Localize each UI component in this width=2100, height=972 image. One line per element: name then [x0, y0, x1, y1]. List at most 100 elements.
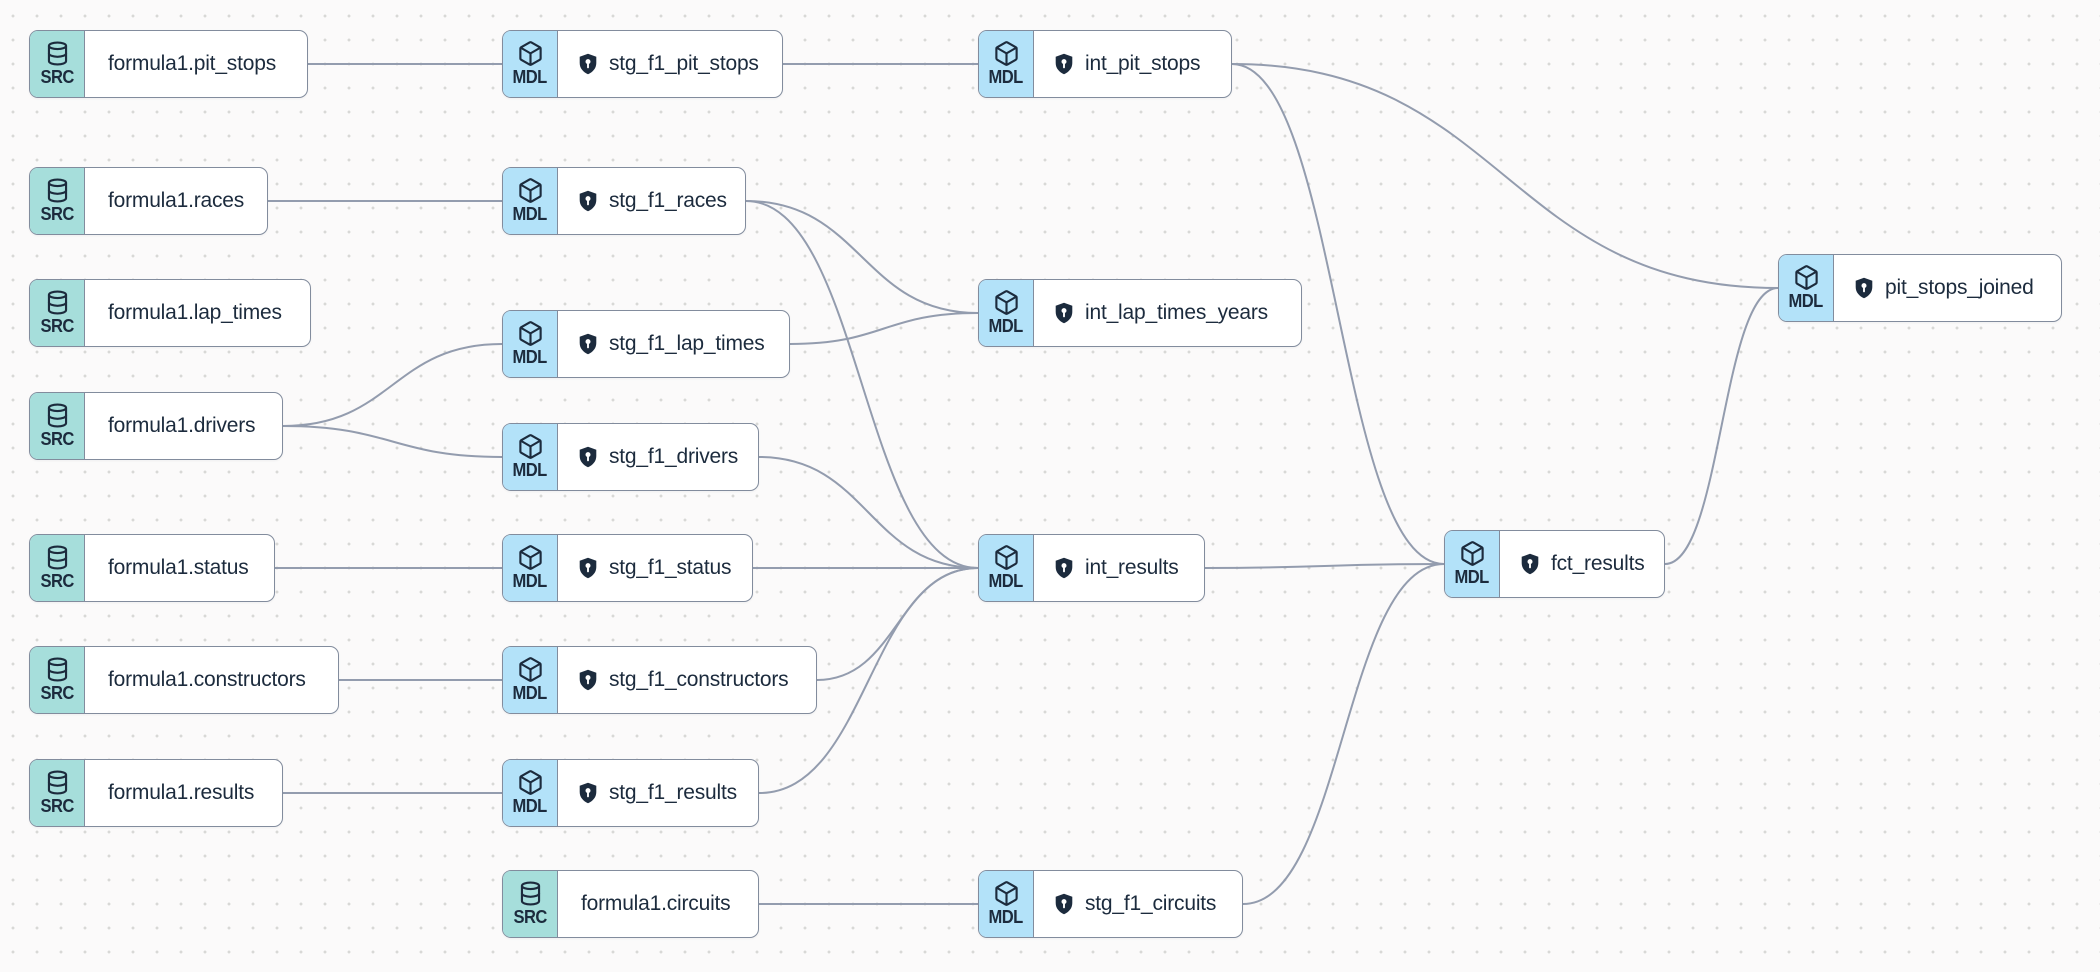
lineage-node-formula1.drivers[interactable]: SRC formula1.drivers	[29, 392, 283, 460]
node-name-label: stg_f1_drivers	[609, 445, 739, 468]
shield-lock-icon	[1052, 301, 1076, 325]
node-name-label: formula1.pit_stops	[108, 52, 276, 75]
shield-lock-icon	[1518, 552, 1542, 576]
shield-lock-icon	[576, 556, 600, 580]
lineage-node-stg_f1_lap_times[interactable]: MDL stg_f1_lap_times	[502, 310, 790, 378]
lineage-node-formula1.results[interactable]: SRC formula1.results	[29, 759, 283, 827]
lineage-node-fct_results[interactable]: MDL fct_results	[1444, 530, 1665, 598]
node-type-label: SRC	[40, 682, 74, 703]
node-name-label: stg_f1_results	[609, 781, 737, 804]
node-type-label: MDL	[512, 346, 548, 367]
cube-icon	[993, 544, 1020, 571]
lineage-edge-stg_f1_lap_times-to-int_lap_times_years	[789, 312, 979, 345]
node-type-label: SRC	[40, 795, 74, 816]
node-type-label: MDL	[988, 315, 1024, 336]
lineage-edge-stg_f1_constructors-to-int_results	[816, 567, 979, 681]
lineage-node-stg_f1_drivers[interactable]: MDL stg_f1_drivers	[502, 423, 759, 491]
node-name-label: int_pit_stops	[1085, 52, 1201, 75]
node-type-badge: SRC	[503, 871, 558, 937]
lineage-edge-stg_f1_circuits-to-fct_results	[1242, 563, 1445, 905]
node-type-label: SRC	[40, 66, 74, 87]
node-body: stg_f1_constructors	[558, 647, 812, 713]
node-body: formula1.races	[85, 168, 268, 234]
node-name-label: stg_f1_lap_times	[609, 332, 765, 355]
node-name-label: formula1.results	[108, 781, 255, 804]
node-body: formula1.drivers	[85, 393, 279, 459]
node-body: stg_f1_drivers	[558, 424, 762, 490]
node-name-label: pit_stops_joined	[1885, 276, 2034, 299]
node-body: stg_f1_pit_stops	[558, 31, 783, 97]
node-body: pit_stops_joined	[1834, 255, 2058, 321]
cube-icon	[1459, 540, 1486, 567]
lineage-edge-fct_results-to-pit_stops_joined	[1664, 287, 1779, 565]
lineage-node-formula1.circuits[interactable]: SRC formula1.circuits	[502, 870, 759, 938]
database-icon	[44, 769, 71, 796]
lineage-edge-int_results-to-fct_results	[1204, 563, 1445, 569]
lineage-node-stg_f1_circuits[interactable]: MDL stg_f1_circuits	[978, 870, 1243, 938]
lineage-edge-int_pit_stops-to-pit_stops_joined	[1231, 63, 1779, 289]
node-body: formula1.constructors	[85, 647, 330, 713]
lineage-node-formula1.races[interactable]: SRC formula1.races	[29, 167, 268, 235]
node-type-label: SRC	[40, 315, 74, 336]
node-type-badge: SRC	[30, 280, 85, 346]
lineage-node-formula1.pit_stops[interactable]: SRC formula1.pit_stops	[29, 30, 308, 98]
lineage-node-stg_f1_pit_stops[interactable]: MDL stg_f1_pit_stops	[502, 30, 783, 98]
cube-icon	[517, 769, 544, 796]
lineage-node-formula1.constructors[interactable]: SRC formula1.constructors	[29, 646, 339, 714]
lineage-node-formula1.status[interactable]: SRC formula1.status	[29, 534, 275, 602]
lineage-node-stg_f1_constructors[interactable]: MDL stg_f1_constructors	[502, 646, 817, 714]
lineage-node-stg_f1_races[interactable]: MDL stg_f1_races	[502, 167, 746, 235]
node-body: int_pit_stops	[1034, 31, 1224, 97]
lineage-edge-formula1.drivers-to-stg_f1_drivers	[282, 425, 503, 458]
node-type-label: SRC	[40, 428, 74, 449]
node-name-label: formula1.circuits	[581, 892, 731, 915]
node-name-label: stg_f1_pit_stops	[609, 52, 759, 75]
node-type-label: MDL	[512, 682, 548, 703]
node-type-badge: MDL	[503, 424, 558, 490]
node-name-label: stg_f1_races	[609, 189, 727, 212]
node-type-label: MDL	[1454, 566, 1490, 587]
lineage-node-stg_f1_results[interactable]: MDL stg_f1_results	[502, 759, 759, 827]
node-type-badge: MDL	[979, 31, 1034, 97]
node-body: formula1.lap_times	[85, 280, 306, 346]
node-type-badge: SRC	[30, 393, 85, 459]
lineage-edge-stg_f1_drivers-to-int_results	[758, 456, 979, 569]
lineage-node-int_results[interactable]: MDL int_results	[978, 534, 1205, 602]
node-type-badge: MDL	[979, 871, 1034, 937]
shield-lock-icon	[1052, 52, 1076, 76]
lineage-node-pit_stops_joined[interactable]: MDL pit_stops_joined	[1778, 254, 2062, 322]
lineage-node-int_lap_times_years[interactable]: MDL int_lap_times_years	[978, 279, 1302, 347]
node-type-label: MDL	[988, 906, 1024, 927]
database-icon	[44, 177, 71, 204]
node-name-label: stg_f1_circuits	[1085, 892, 1217, 915]
shield-lock-icon	[576, 189, 600, 213]
node-type-label: MDL	[512, 570, 548, 591]
node-name-label: formula1.races	[108, 189, 245, 212]
database-icon	[44, 656, 71, 683]
lineage-edge-stg_f1_races-to-int_lap_times_years	[745, 200, 979, 314]
node-type-badge: MDL	[503, 535, 558, 601]
node-body: int_results	[1034, 535, 1203, 601]
cube-icon	[993, 289, 1020, 316]
cube-icon	[517, 656, 544, 683]
node-type-badge: SRC	[30, 535, 85, 601]
node-name-label: formula1.constructors	[108, 668, 306, 691]
node-name-label: stg_f1_constructors	[609, 668, 789, 691]
cube-icon	[517, 177, 544, 204]
cube-icon	[517, 320, 544, 347]
lineage-node-int_pit_stops[interactable]: MDL int_pit_stops	[978, 30, 1232, 98]
shield-lock-icon	[576, 52, 600, 76]
database-icon	[44, 289, 71, 316]
shield-lock-icon	[1852, 276, 1876, 300]
lineage-edge-formula1.drivers-to-stg_f1_lap_times	[282, 343, 503, 427]
node-body: fct_results	[1500, 531, 1669, 597]
node-body: stg_f1_results	[558, 760, 761, 826]
lineage-node-stg_f1_status[interactable]: MDL stg_f1_status	[502, 534, 753, 602]
node-type-label: MDL	[512, 459, 548, 480]
cube-icon	[517, 544, 544, 571]
lineage-node-formula1.lap_times[interactable]: SRC formula1.lap_times	[29, 279, 311, 347]
node-type-label: MDL	[988, 570, 1024, 591]
node-body: stg_f1_circuits	[1034, 871, 1240, 937]
